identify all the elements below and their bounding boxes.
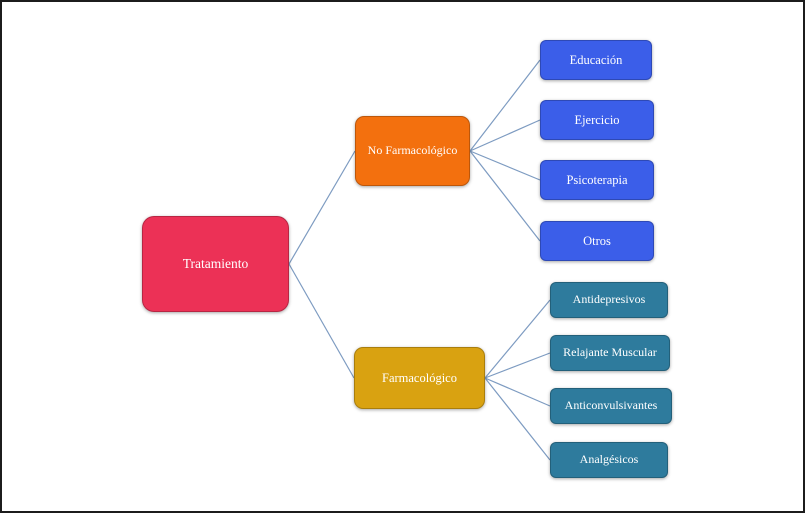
- connector-nofarm-educacion: [469, 59, 541, 152]
- node-analgesicos: Analgésicos: [550, 442, 668, 478]
- node-label: Anticonvulsivantes: [564, 398, 658, 413]
- node-no-farmacologico: No Farmacológico: [355, 116, 470, 186]
- node-label: Educación: [569, 52, 623, 67]
- node-label: Tratamiento: [182, 256, 249, 272]
- node-anticonvulsivantes: Anticonvulsivantes: [550, 388, 672, 424]
- connector-nofarm-ejercicio: [469, 119, 541, 152]
- connector-farm-relajante-muscular: [484, 352, 551, 379]
- node-label: Ejercicio: [574, 112, 620, 127]
- connector-root-nofarmacologico: [288, 150, 356, 265]
- connector-farm-analgesicos: [484, 377, 551, 461]
- node-farmacologico: Farmacológico: [354, 347, 485, 409]
- node-relajante-muscular: Relajante Muscular: [550, 335, 670, 371]
- node-label: Relajante Muscular: [563, 345, 657, 360]
- connector-farm-anticonvulsivantes: [484, 377, 551, 407]
- connector-farm-antidepresivos: [484, 299, 551, 379]
- connector-root-farmacologico: [288, 263, 355, 379]
- node-label: Analgésicos: [579, 452, 639, 467]
- node-psicoterapia: Psicoterapia: [540, 160, 654, 200]
- node-antidepresivos: Antidepresivos: [550, 282, 668, 318]
- node-tratamiento: Tratamiento: [142, 216, 289, 312]
- node-educacion: Educación: [540, 40, 652, 80]
- node-label: Farmacológico: [382, 370, 457, 385]
- node-label: Otros: [583, 233, 611, 248]
- node-label: Antidepresivos: [572, 292, 646, 307]
- node-label: No Farmacológico: [367, 143, 458, 158]
- connector-nofarm-psicoterapia: [469, 150, 541, 181]
- node-otros: Otros: [540, 221, 654, 261]
- node-label: Psicoterapia: [566, 172, 628, 187]
- connector-nofarm-otros: [469, 150, 541, 242]
- node-ejercicio: Ejercicio: [540, 100, 654, 140]
